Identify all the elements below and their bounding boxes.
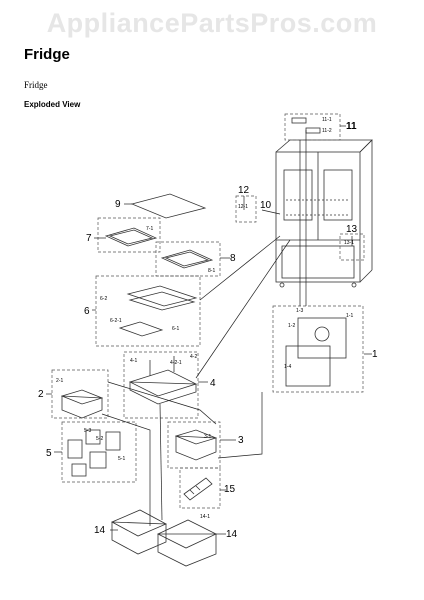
page-subtitle: Fridge <box>24 80 48 90</box>
callout-7-1: 7-1 <box>146 226 153 232</box>
callout-14-right: 14 <box>226 529 238 540</box>
callout-15: 15 <box>224 484 236 495</box>
callout-3: 3 <box>238 435 244 446</box>
parts <box>60 117 347 567</box>
part-7-shelf <box>104 227 158 247</box>
callout-4-1: 4-1 <box>130 358 137 364</box>
view-label: Exploded View <box>24 100 81 109</box>
callout-4: 4 <box>210 378 216 389</box>
part-11 <box>291 117 307 124</box>
callout-2: 2 <box>38 389 44 400</box>
callout-6-2-1: 6-2-1 <box>110 318 122 324</box>
callout-13-1: 13-1 <box>344 240 354 246</box>
callout-11-1: 11-1 <box>322 117 332 123</box>
callout-1: 1 <box>372 349 378 360</box>
fridge-cabinet <box>275 139 373 288</box>
part-9-glass-shelf <box>130 193 207 219</box>
callout-4-2-1: 4-2-1 <box>170 360 182 366</box>
part-14-drawer-right <box>157 519 217 567</box>
part-5-controls <box>67 429 121 477</box>
callout-5: 5 <box>46 448 52 459</box>
part-1-fan-assembly <box>285 317 347 387</box>
part-14-drawer-left <box>111 509 167 555</box>
callout-labels: 1 1-1 1-2 1-3 1-4 2 2-1 3 3-1 4 4-1 4-2 … <box>38 117 378 540</box>
watermark: AppliancePartsPros.com <box>46 8 378 38</box>
part-group-boxes <box>51 113 365 509</box>
callout-8: 8 <box>230 253 236 264</box>
callout-9: 9 <box>115 199 121 210</box>
part-2-crisper <box>60 389 104 419</box>
callout-8-1: 8-1 <box>208 268 215 274</box>
callout-1-2: 1-2 <box>288 323 295 329</box>
callout-12-1: 12-1 <box>238 204 248 210</box>
part-15-strip <box>183 477 213 501</box>
callout-6: 6 <box>84 306 90 317</box>
callout-1-3: 1-3 <box>296 308 303 314</box>
callout-5-1: 5-1 <box>118 456 125 462</box>
callout-4-2: 4-2 <box>190 354 197 360</box>
callout-10: 10 <box>260 200 272 211</box>
callout-14-left: 14 <box>94 525 106 536</box>
part-3-crisper <box>174 429 218 461</box>
callout-1-1: 1-1 <box>346 313 353 319</box>
callout-6-2: 6-2 <box>100 296 107 302</box>
page-title: Fridge <box>24 46 70 63</box>
callout-3-1: 3-1 <box>204 434 211 440</box>
callout-11-2: 11-2 <box>322 128 332 134</box>
callout-14-1: 14-1 <box>200 514 210 520</box>
callout-5-3: 5-3 <box>84 428 91 434</box>
part-6-slide-shelf <box>126 285 198 307</box>
callout-7: 7 <box>86 233 92 244</box>
callout-1-4: 1-4 <box>284 364 291 370</box>
callout-11: 11 <box>346 121 357 132</box>
callout-2-1: 2-1 <box>56 378 63 384</box>
leader-lines <box>46 125 372 535</box>
part-8-shelf <box>160 249 214 269</box>
callout-6-1: 6-1 <box>172 326 179 332</box>
callout-5-2: 5-2 <box>96 436 103 442</box>
callout-13: 13 <box>346 224 358 235</box>
callout-12: 12 <box>238 185 250 196</box>
